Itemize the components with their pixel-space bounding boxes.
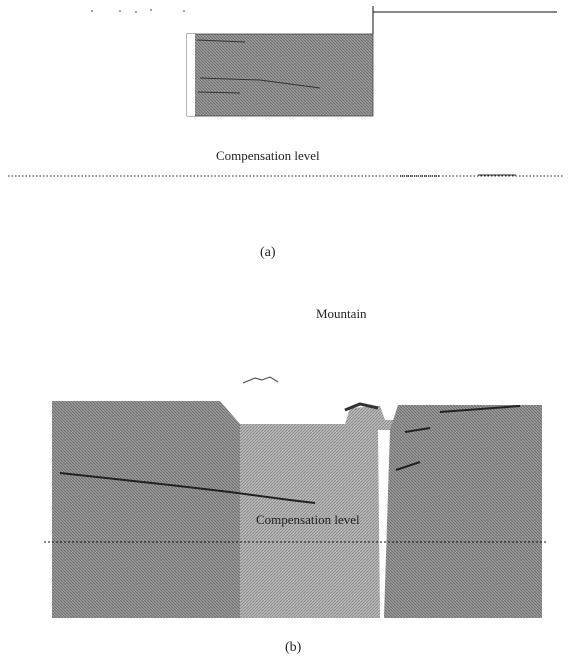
panel-b-left-crust — [52, 401, 240, 618]
panel-b-compensation-label: Compensation level — [256, 512, 360, 527]
panel-a-compensation-label: Compensation level — [216, 148, 320, 163]
panel-a-block-strata — [196, 39, 321, 94]
panel-a-diagram — [8, 6, 563, 177]
panel-a-crust-block — [186, 33, 374, 117]
panel-b-stratum-streak-left — [59, 472, 316, 504]
panel-b-diagram — [44, 376, 546, 618]
panel-b-mountain-peak — [242, 376, 279, 384]
panel-b-ridge-cap — [344, 402, 379, 412]
panel-a-top-surface-dots — [91, 9, 185, 13]
panel-b-caption: (b) — [285, 640, 302, 655]
panel-b-mountain-label: Mountain — [316, 306, 367, 321]
panel-b-right-crust — [384, 405, 542, 618]
panel-a-caption: (a) — [260, 245, 276, 260]
panel-b-stratum-streak-right — [395, 405, 521, 471]
panel-b-central-root — [240, 406, 405, 618]
panel-a-block-edge — [187, 34, 195, 116]
